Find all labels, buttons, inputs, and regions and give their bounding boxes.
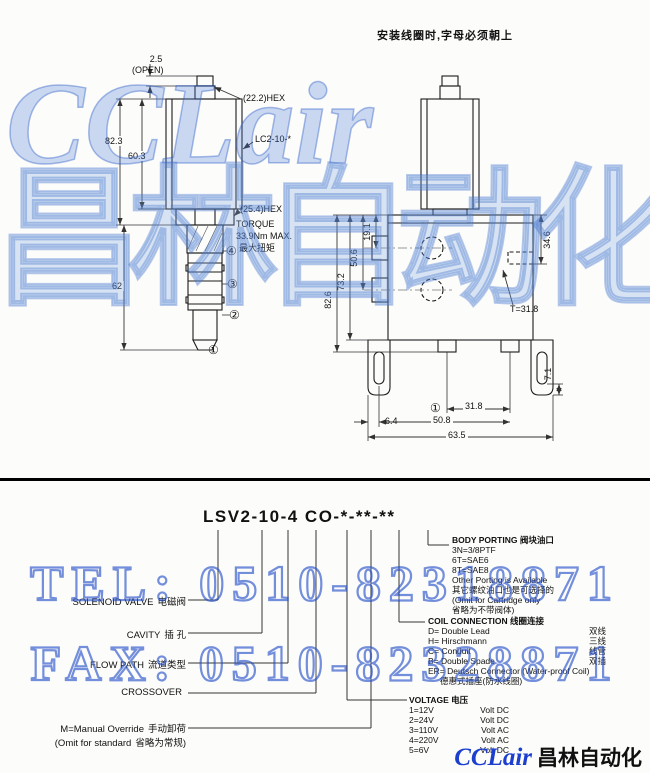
voltage-code: 2=24V xyxy=(409,715,434,725)
dim-50-6: 50.6 xyxy=(349,249,359,267)
coil-option-en: C= Conduit xyxy=(428,646,471,656)
coil-option: D= Double Lead 双线 xyxy=(428,626,606,636)
label-flow-path-cn: 流道类型 xyxy=(147,660,186,671)
torque-label-3: 最大扭矩 xyxy=(239,243,276,253)
body-porting-option: 6T=SAE6 xyxy=(452,555,489,565)
voltage-code: 4=220V xyxy=(409,735,439,745)
coil-option-cn: 双插 xyxy=(588,656,606,666)
coil-option-er: ER= Deutsch Connector (Water-proof Coil) xyxy=(428,666,590,676)
coil-option-cn: 三线 xyxy=(588,636,606,646)
dim-2-5: 2.5 xyxy=(149,54,163,64)
port-2-marker: ② xyxy=(229,308,240,322)
coil-option-en: D= Double Lead xyxy=(428,626,490,636)
dim-31-8: 31.8 xyxy=(463,401,485,412)
thread-label: T=31.8 xyxy=(510,304,539,314)
port-1-marker-body: ① xyxy=(430,401,441,415)
label-crossover: CROSSOVER xyxy=(28,687,186,698)
label-cavity-cn: 插 孔 xyxy=(164,630,186,641)
label-omit-standard-en: (Omit for standard xyxy=(54,738,132,749)
label-crossover-en: CROSSOVER xyxy=(121,687,182,698)
footer-brand-cn: 昌林自动化 xyxy=(537,747,642,770)
body-drawing xyxy=(364,75,554,396)
dim-60-3: 60.3 xyxy=(126,151,148,162)
dim-73-2: 73.2 xyxy=(336,273,346,291)
body-dimensions: 19.1 50.6 73.2 82.6 34.6 7.1 xyxy=(323,214,563,441)
voltage-unit: Volt AC xyxy=(481,725,509,735)
voltage-block: VOLTAGE 电压 1=12V Volt DC 2=24V Volt DC 3=1… xyxy=(409,695,509,755)
coil-option-en: H= Hirschmann xyxy=(428,636,487,646)
body-porting-title: BODY PORTING 阀块油口 xyxy=(452,535,554,545)
dim-62: 62 xyxy=(110,281,125,292)
dim-63-5: 63.5 xyxy=(446,430,468,441)
label-flow-path-en: FLOW PATH xyxy=(89,660,144,671)
label-omit-standard-cn: 省略为常规) xyxy=(135,738,186,749)
coil-connection-block: COIL CONNECTION 线圈连接 D= Double Lead 双线 H=… xyxy=(428,616,606,686)
voltage-unit: Volt AC xyxy=(481,735,509,745)
torque-label-1: TORQUE xyxy=(236,219,275,229)
voltage-option: 4=220V Volt AC xyxy=(409,735,509,745)
order-code-lines xyxy=(188,530,449,729)
hex-bottom-label: (25.4)HEX xyxy=(240,204,283,214)
voltage-option: 3=110V Volt AC xyxy=(409,725,509,735)
label-manual-override-cn: 手动卸荷 xyxy=(147,724,186,735)
cavity-model-label: LC2-10-* xyxy=(255,134,292,144)
dim-34-6: 34.6 xyxy=(542,231,552,249)
label-solenoid-valve-cn: 电磁阀 xyxy=(157,597,186,608)
cartridge-drawing xyxy=(165,75,243,351)
body-porting-omit: (Omit for Cartridge only xyxy=(452,595,541,605)
footer-brand: CCLair xyxy=(454,744,532,771)
coil-option-cn: 线管 xyxy=(588,646,606,656)
port-4-marker: ④ xyxy=(226,244,237,258)
coil-option: C= Conduit 线管 xyxy=(428,646,606,656)
coil-option-cn: 双线 xyxy=(588,626,606,636)
dim-7-1: 7.1 xyxy=(543,368,553,381)
hex-top-label: (22.2)HEX xyxy=(243,93,286,103)
label-manual-override-en: M=Manual Override xyxy=(60,724,144,735)
dim-50-8: 50.8 xyxy=(431,415,453,426)
coil-option-er-cn: 德惠式插座(防水线圈) xyxy=(440,676,523,686)
coil-connection-title: COIL CONNECTION 线圈连接 xyxy=(428,616,545,626)
body-porting-option: 8T=SAE8 xyxy=(452,565,489,575)
voltage-option: 1=12V Volt DC xyxy=(409,705,509,715)
order-code-title: LSV2-10-4 CO-*-**-** xyxy=(203,507,396,526)
dim-open: (OPEN) xyxy=(132,65,164,75)
port-3-marker: ③ xyxy=(227,277,238,291)
dim-6-4: 6.4 xyxy=(385,416,398,426)
voltage-code: 5=6V xyxy=(409,745,430,755)
body-porting-omit-cn: 省略为不带阀体) xyxy=(452,605,515,615)
dim-82-3: 82.3 xyxy=(103,136,125,147)
dim-19-1: 19.1 xyxy=(362,223,372,241)
voltage-option: 2=24V Volt DC xyxy=(409,715,509,725)
install-note: 安装线圈时,字母必须朝上 xyxy=(377,30,514,42)
label-cavity-en: CAVITY xyxy=(126,630,161,641)
coil-option-en: B= Double Spade xyxy=(428,656,495,666)
dim-82-6: 82.6 xyxy=(323,291,333,309)
voltage-code: 3=110V xyxy=(409,725,438,735)
body-porting-note: Other Porting is Available xyxy=(452,575,548,585)
body-porting-option: 3N=3/8PTF xyxy=(452,545,496,555)
voltage-code: 1=12V xyxy=(409,705,434,715)
coil-option: B= Double Spade 双插 xyxy=(428,656,606,666)
voltage-unit: Volt DC xyxy=(480,745,509,755)
torque-label-2: 33.9Nm MAX. xyxy=(236,231,293,241)
voltage-title: VOLTAGE 电压 xyxy=(409,695,469,705)
section-divider xyxy=(0,478,650,481)
port-1-marker: ① xyxy=(208,343,219,357)
voltage-unit: Volt DC xyxy=(480,715,509,725)
coil-option: H= Hirschmann 三线 xyxy=(428,636,606,646)
voltage-unit: Volt DC xyxy=(480,705,509,715)
label-solenoid-valve-en: SOLENOID VALVE xyxy=(72,597,154,608)
body-porting-block: BODY PORTING 阀块油口 3N=3/8PTF 6T=SAE6 8T=S… xyxy=(452,535,554,615)
voltage-option: 5=6V Volt DC xyxy=(409,745,509,755)
body-porting-note-cn: 其它螺纹油口也是可选择的 xyxy=(452,585,555,595)
